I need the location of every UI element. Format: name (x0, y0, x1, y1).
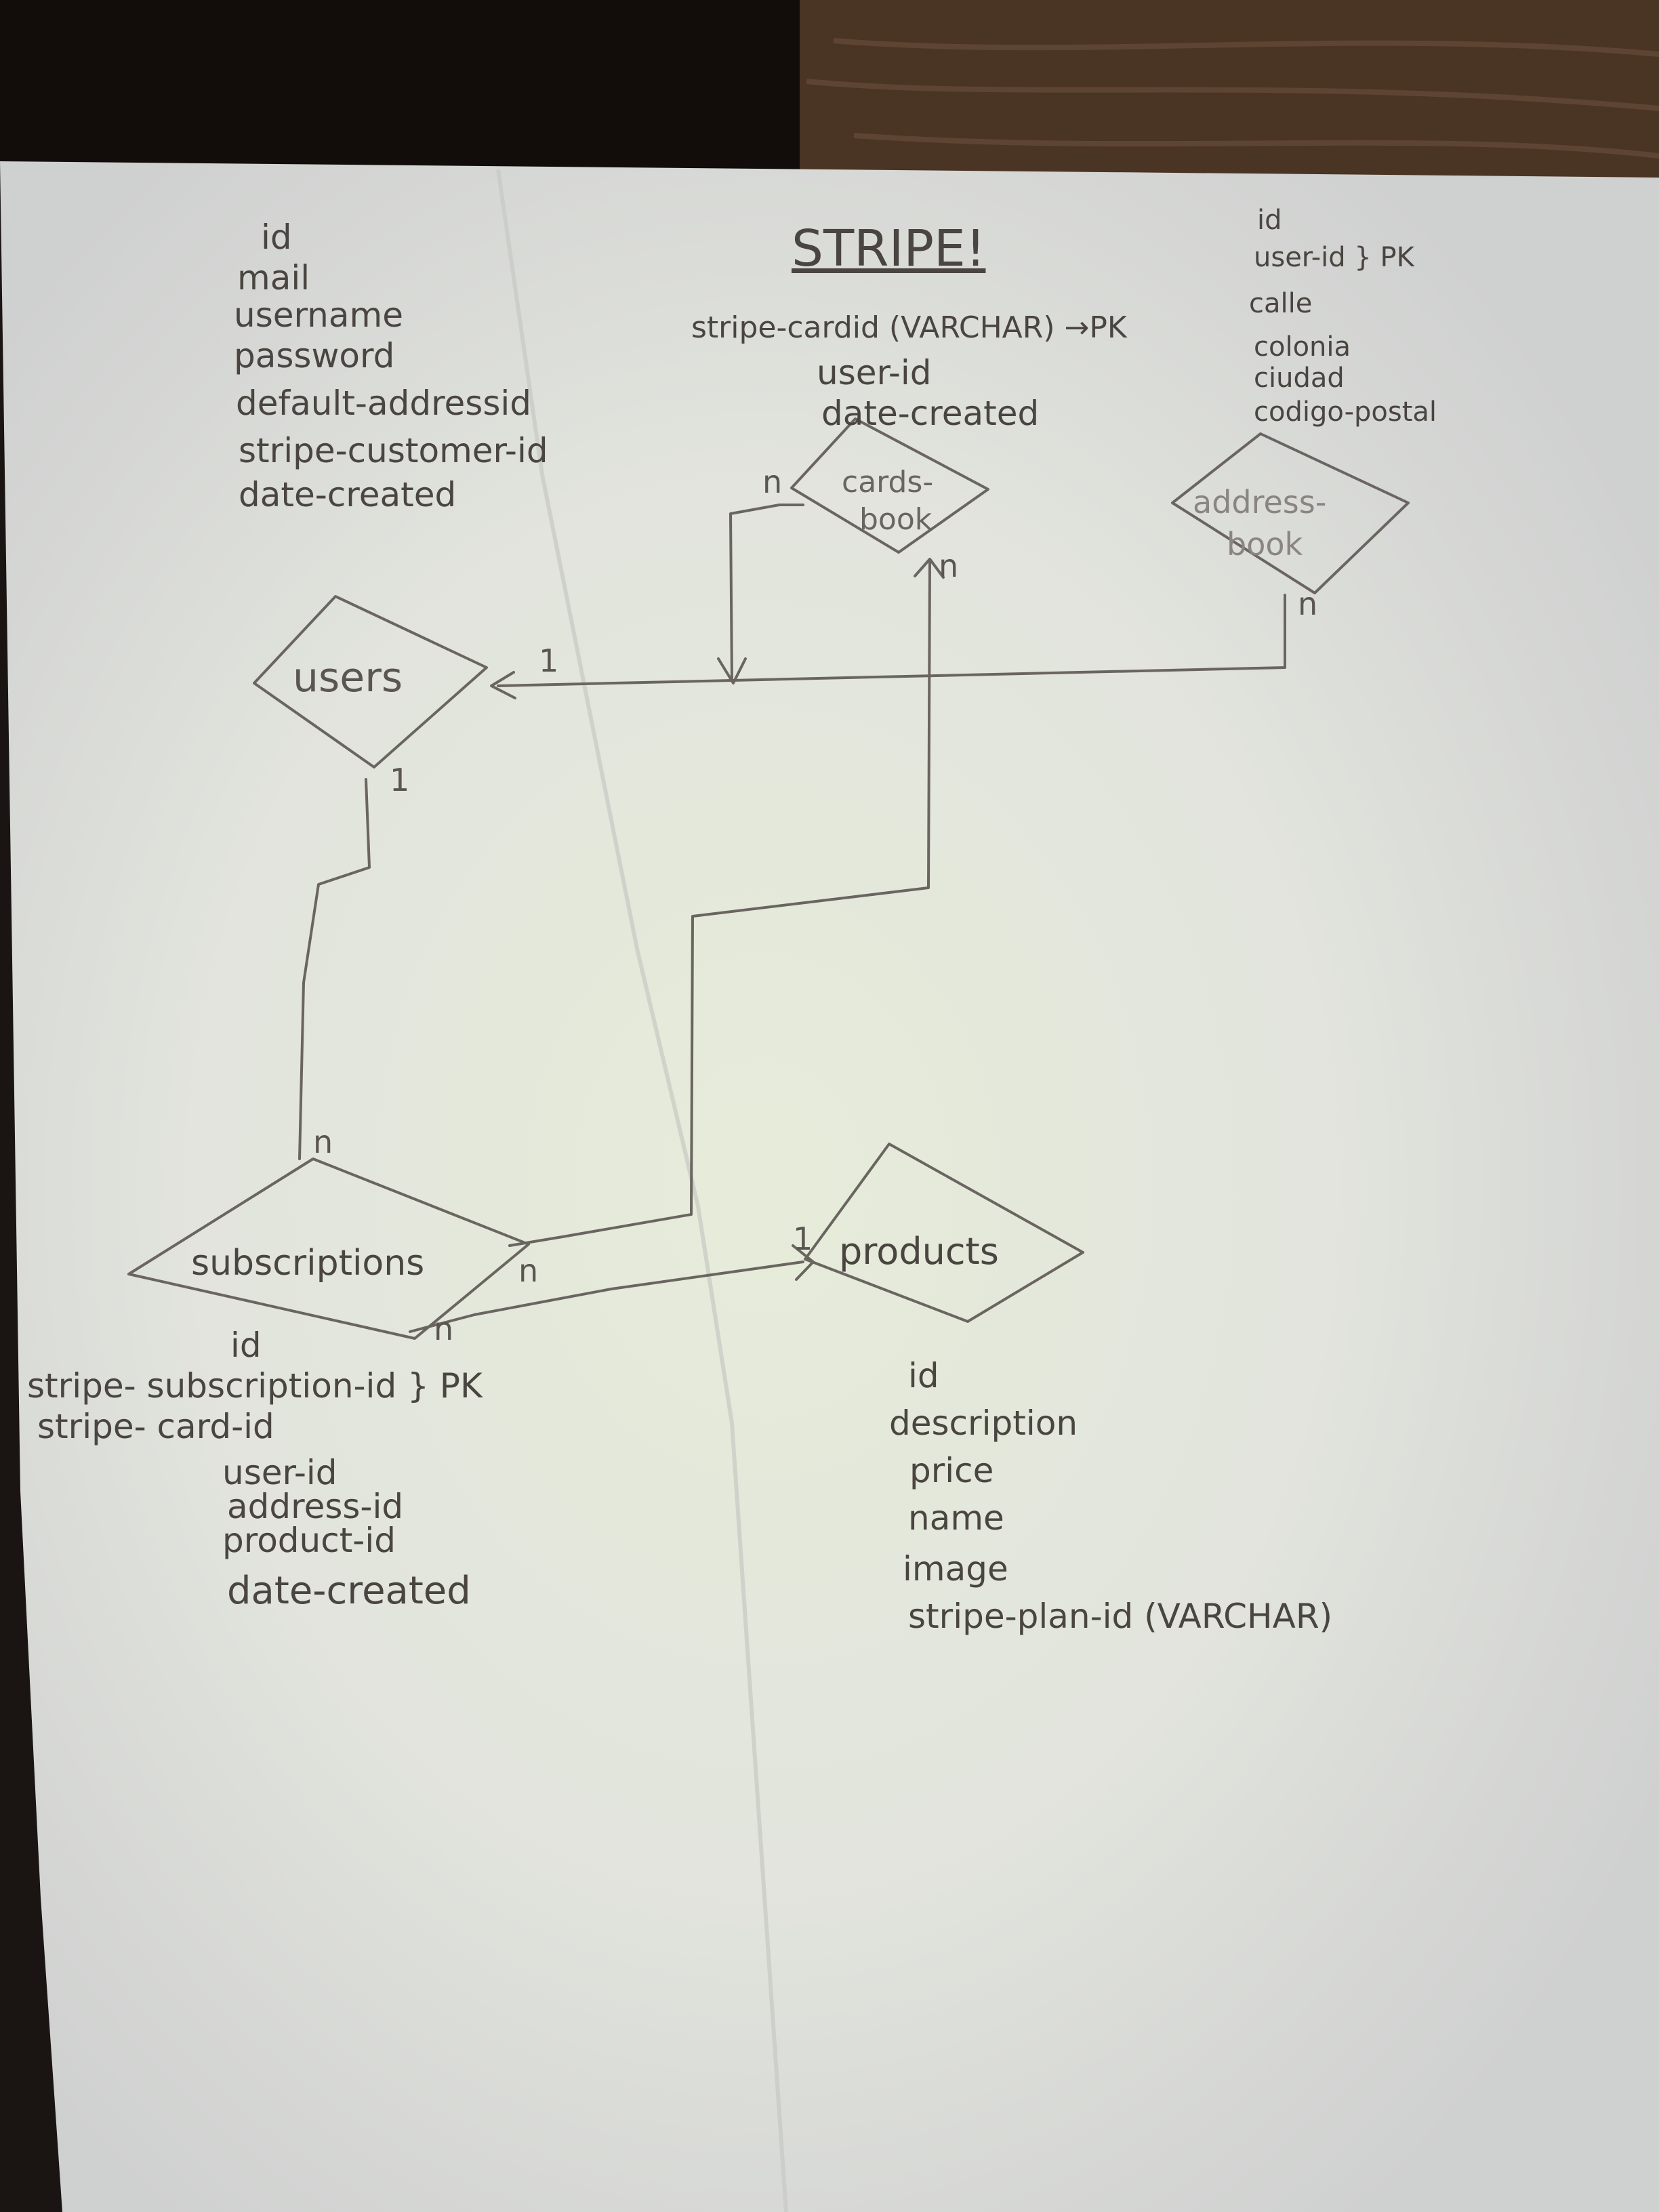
address-book-field: user-id } PK (1254, 242, 1414, 273)
products-field: image (903, 1549, 1008, 1589)
cardinality-subscriptions-right: n (518, 1252, 539, 1289)
users-field: date-created (239, 475, 457, 514)
cardinality-users-bottom: 1 (390, 762, 410, 798)
cardinality-users-right: 1 (539, 642, 559, 679)
address-book-field: id (1257, 205, 1282, 236)
products-label: products (839, 1230, 999, 1273)
address-book-field: codigo-postal (1254, 396, 1437, 428)
diagram-title: STRIPE! (792, 220, 986, 278)
edge-subscriptions-cards-book (508, 561, 931, 1247)
users-field: id (261, 218, 292, 257)
products-field: name (908, 1498, 1004, 1538)
edge-users-subscriptions (298, 778, 371, 1160)
subscriptions-field: stripe- subscription-id } PK (27, 1366, 483, 1406)
cards-book-label-line1: cards- (842, 465, 934, 499)
subscriptions-diamond[interactable] (127, 1158, 530, 1340)
subscriptions-field: address-id (227, 1487, 404, 1526)
address-book-diamond[interactable] (1171, 432, 1410, 594)
products-arrowhead (792, 1244, 815, 1281)
cardinality-address-book-bottom: n (1298, 586, 1318, 622)
edge-address-book-users (497, 594, 1286, 687)
cardinality-subscriptions-top: n (313, 1124, 333, 1160)
edge-cards-book-users (729, 504, 804, 682)
address-book-label-line1: address- (1193, 484, 1327, 520)
address-book-label-line2: book (1227, 526, 1303, 562)
cards-book-bottom-arrowhead (914, 558, 945, 579)
cards-book-arrowhead (717, 657, 747, 684)
products-field: id (908, 1356, 939, 1395)
address-book-field: calle (1249, 288, 1313, 319)
cards-book-field: user-id (817, 353, 932, 392)
products-field: description (889, 1404, 1078, 1443)
users-diamond[interactable] (253, 595, 488, 769)
users-field: default-addressid (236, 384, 532, 423)
users-field: mail (237, 258, 310, 298)
users-arrowhead (490, 671, 516, 699)
subscriptions-field: user-id (222, 1453, 337, 1492)
subscriptions-field: stripe- card-id (37, 1407, 274, 1446)
address-book-field: ciudad (1254, 363, 1345, 394)
products-diamond[interactable] (804, 1143, 1084, 1323)
edge-subscriptions-products (409, 1261, 804, 1333)
subscriptions-field: id (230, 1326, 262, 1365)
address-book-field: colonia (1254, 331, 1351, 363)
cards-book-field: stripe-cardid (VARCHAR) →PK (691, 310, 1127, 345)
users-field: password (234, 336, 395, 375)
page-fold (496, 169, 788, 2212)
products-field: price (909, 1451, 994, 1490)
products-field: stripe-plan-id (VARCHAR) (908, 1597, 1333, 1636)
cards-book-diamond[interactable] (790, 417, 989, 554)
cardinality-cards-book-left: n (762, 464, 783, 500)
subscriptions-field: product-id (222, 1521, 396, 1560)
cards-book-label-line2: book (859, 502, 933, 537)
cardinality-products-left: 1 (793, 1221, 813, 1257)
subscriptions-label: subscriptions (191, 1243, 425, 1284)
subscriptions-field: date-created (227, 1569, 471, 1613)
cardinality-subscriptions-bottom: n (434, 1311, 454, 1347)
wood-grain (806, 38, 1659, 159)
wood-texture (800, 0, 1659, 190)
cardinality-cards-book-bottom: n (939, 548, 959, 584)
cards-book-field: date-created (821, 394, 1040, 433)
users-field: stripe-customer-id (239, 431, 548, 470)
notebook-page (0, 161, 1659, 2212)
users-label: users (293, 654, 403, 701)
users-field: username (234, 295, 403, 335)
